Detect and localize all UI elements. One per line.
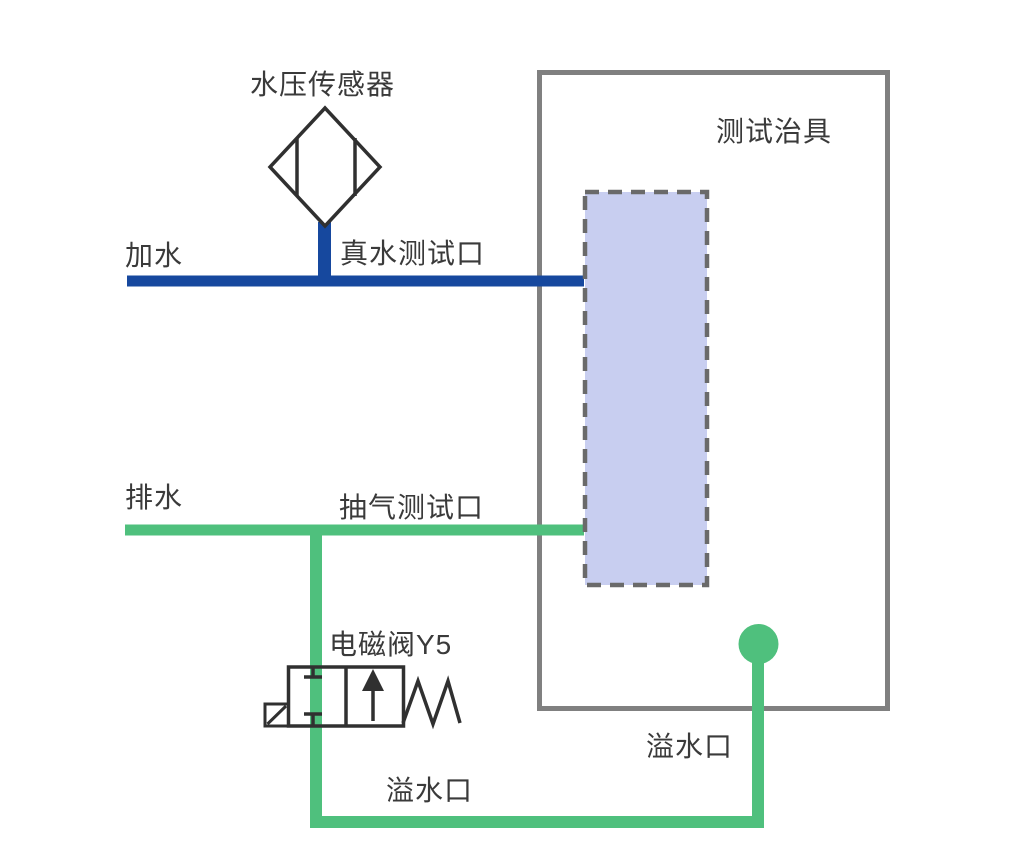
label-air-suction-test-port: 抽气测试口 [339, 492, 485, 523]
valve-solenoid-diagonal [266, 704, 288, 726]
sensor-diamond [267, 105, 383, 229]
label-overflow-port-bottom: 溢水口 [386, 775, 474, 806]
label-add-water: 加水 [125, 240, 184, 271]
label-drain-water: 排水 [125, 482, 184, 513]
valve-spring [401, 675, 462, 730]
label-water-pressure-sensor: 水压传感器 [250, 69, 396, 100]
valve-solenoid-box [263, 702, 290, 728]
label-test-fixture: 测试治具 [716, 116, 833, 147]
label-real-water-test-port: 真水测试口 [340, 238, 486, 269]
label-overflow-port-right: 溢水口 [646, 731, 734, 762]
solenoid-valve-symbol [263, 665, 462, 730]
label-solenoid-valve-y5: 电磁阀Y5 [329, 629, 453, 660]
dut-chamber [582, 189, 710, 588]
overflow-outlet-dot [738, 624, 779, 664]
valve-flow-arrow-head [362, 669, 384, 691]
water-pressure-sensor-symbol [267, 105, 383, 229]
overflow-pipe-path [310, 527, 764, 828]
test-fixture-box [537, 70, 890, 711]
